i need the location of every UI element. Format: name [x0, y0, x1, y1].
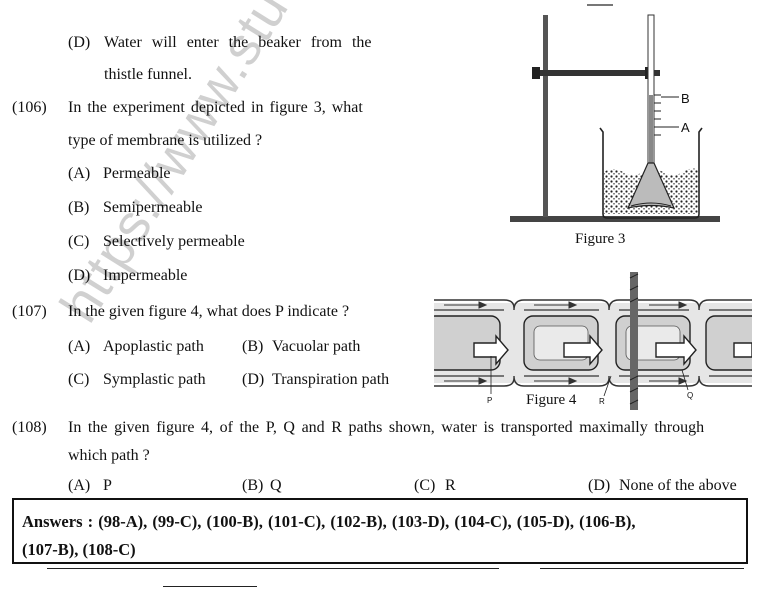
q106-option-d-label: (D) [68, 267, 91, 284]
q108-option-c: R [445, 477, 456, 494]
q106-option-c-label: (C) [68, 233, 90, 250]
q108-option-d: None of the above [619, 477, 737, 494]
label-a: A [681, 120, 690, 135]
q108-option-a: P [103, 477, 112, 494]
figure-4-caption: Figure 4 [524, 390, 579, 410]
q107-option-a-label: (A) [68, 338, 91, 355]
q107-number: (107) [12, 303, 47, 320]
stand-rod [543, 15, 548, 217]
label-r: R [599, 397, 605, 406]
figure-3-caption: Figure 3 [575, 231, 626, 247]
q107-text: In the given figure 4, what does P indic… [68, 303, 350, 320]
q108-option-a-label: (A) [68, 477, 91, 494]
footer-rule-right [540, 568, 744, 569]
q108-option-c-label: (C) [414, 477, 436, 494]
q105-option-d-text-cont: thistle funnel. [104, 66, 192, 83]
q106-text-cont: type of membrane is utilized ? [68, 132, 263, 149]
footer-rule-short [163, 586, 257, 587]
q106-option-b-label: (B) [68, 199, 90, 216]
q107-option-c-label: (C) [68, 371, 90, 388]
figure-4-diagram: P R Q [434, 272, 752, 410]
answers-box: Answers : (98-A), (99-C), (100-B), (101-… [12, 498, 748, 564]
stand-clamp [535, 70, 660, 76]
q105-option-d-text: Water will enter the beaker from the [104, 34, 372, 51]
q106-option-c: Selectively permeable [103, 233, 245, 250]
q106-option-d: Impermeable [103, 267, 188, 284]
q106-number: (106) [12, 99, 47, 116]
q105-option-d-label: (D) [68, 34, 91, 51]
q106-option-b: Semipermeable [103, 199, 203, 216]
footer-rule-left [47, 568, 499, 569]
q106-text: In the experiment depicted in figure 3, … [68, 99, 363, 116]
figure-3-diagram: B A [510, 4, 720, 222]
q108-text: In the given figure 4, of the P, Q and R… [68, 419, 705, 436]
q108-text-cont: which path ? [68, 447, 150, 464]
answers-line-2: (107-B), (108-C) [22, 540, 136, 559]
thistle-funnel-bulb [626, 162, 676, 209]
q108-option-d-label: (D) [588, 477, 611, 494]
answers-line-1: Answers : (98-A), (99-C), (100-B), (101-… [22, 512, 636, 531]
q106-option-a: Permeable [103, 165, 171, 182]
q108-option-b: Q [270, 477, 282, 494]
q107-option-d: Transpiration path [272, 371, 390, 388]
q107-option-b: Vacuolar path [272, 338, 361, 355]
stand-base [510, 216, 720, 222]
label-p: P [487, 396, 492, 405]
q107-option-a: Apoplastic path [103, 338, 204, 355]
q107-option-b-label: (B) [242, 338, 264, 355]
q108-number: (108) [12, 419, 47, 436]
beaker [599, 127, 703, 219]
q106-option-a-label: (A) [68, 165, 91, 182]
q108-option-b-label: (B) [242, 477, 264, 494]
label-b: B [681, 91, 690, 106]
q107-option-d-label: (D) [242, 371, 265, 388]
q107-option-c: Symplastic path [103, 371, 206, 388]
label-q: Q [687, 391, 693, 400]
